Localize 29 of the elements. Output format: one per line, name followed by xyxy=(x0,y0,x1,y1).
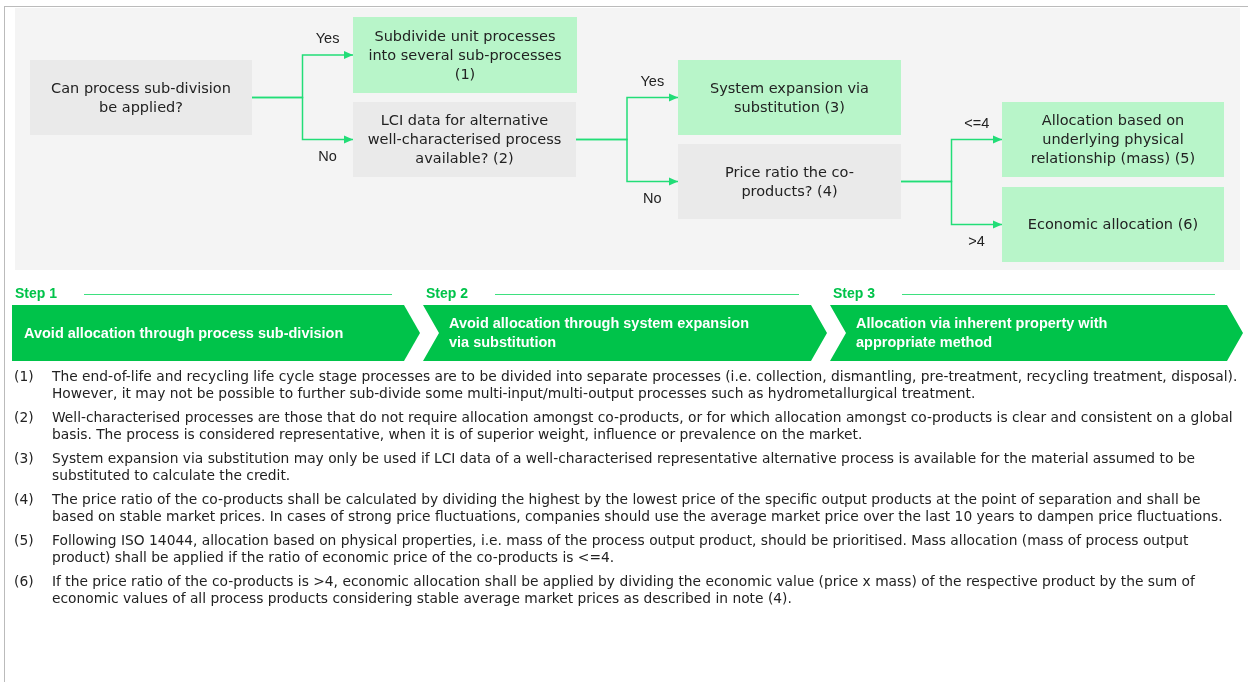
arrow xyxy=(900,180,1003,229)
note-number: (3) xyxy=(14,450,35,468)
step-band: Avoid allocation through process sub-division xyxy=(12,305,420,361)
arrow xyxy=(251,96,354,144)
step-band: Allocation via inherent property with appropriate method xyxy=(830,305,1243,361)
arrow xyxy=(575,138,679,186)
note-number: (1) xyxy=(14,368,35,386)
outcome-box: Allocation based on underlying physical relationship (mass) (5) xyxy=(1002,102,1224,177)
outcome-box: Subdivide unit processes into several sub-processes (1) xyxy=(353,17,577,93)
footnote-text: System expansion via substitution may only be used if LCI data of a well-characterised representative alternative process is available for the material assumed to be substituted to calculate the credit. xyxy=(52,450,1196,484)
note-number: (2) xyxy=(14,409,35,427)
step-heading: Step 2 xyxy=(426,285,468,301)
step-heading: Step 1 xyxy=(15,285,57,301)
step-heading: Step 3 xyxy=(833,285,875,301)
footnote-text: The price ratio of the co-products shall be calculated by dividing the highest by the lowest price of the specific output products at the point of separation and shall be based on stable market prices. In cases of strong price fluctuations, companies should use the average market price over the last 10 years to dampen price fluctuations. xyxy=(52,491,1224,525)
footnote-text: Well-characterised processes are those that do not require allocation amongst co-products, or for which allocation amongst co-products is clear and consistent on a global basis. The process is considered representative, when it is of superior weight, influence or prevalence on the market. xyxy=(52,409,1234,443)
outcome-box: Economic allocation (6) xyxy=(1002,187,1224,262)
decision-box: Can process sub-division be applied? xyxy=(30,60,252,135)
decision-box: LCI data for alternative well-characterised process available? (2) xyxy=(353,102,576,177)
footnote-text: Following ISO 14044, allocation based on physical properties, i.e. mass of the process output product, should be prioritised. Mass allocation (mass of process output product) shall be applied if the ratio of economic price of the co-products is <=4. xyxy=(52,532,1190,566)
note-number: (4) xyxy=(14,491,35,509)
footnote-text: If the price ratio of the co-products is >4, economic allocation shall be applied by dividing the economic value (price x mass) of the respective product by the sum of economic values of all process products considering stable average market prices as described in note (4). xyxy=(52,573,1196,607)
outcome-box: System expansion via substitution (3) xyxy=(678,60,901,135)
footnote-text: The end-of-life and recycling life cycle stage processes are to be divided into separate processes (i.e. collection, dismantling, pre-treatment, recycling treatment, disposal). However, it may not be possible to further sub-divide some multi-input/multi-output processes such as hydrometallurgical treatment. xyxy=(52,368,1239,402)
note-number: (6) xyxy=(14,573,35,591)
edge-label: Yes xyxy=(313,30,342,46)
decision-box: Price ratio the co-products? (4) xyxy=(678,144,901,219)
step-band: Avoid allocation through system expansion via substitution xyxy=(423,305,827,361)
note-number: (5) xyxy=(14,532,35,550)
